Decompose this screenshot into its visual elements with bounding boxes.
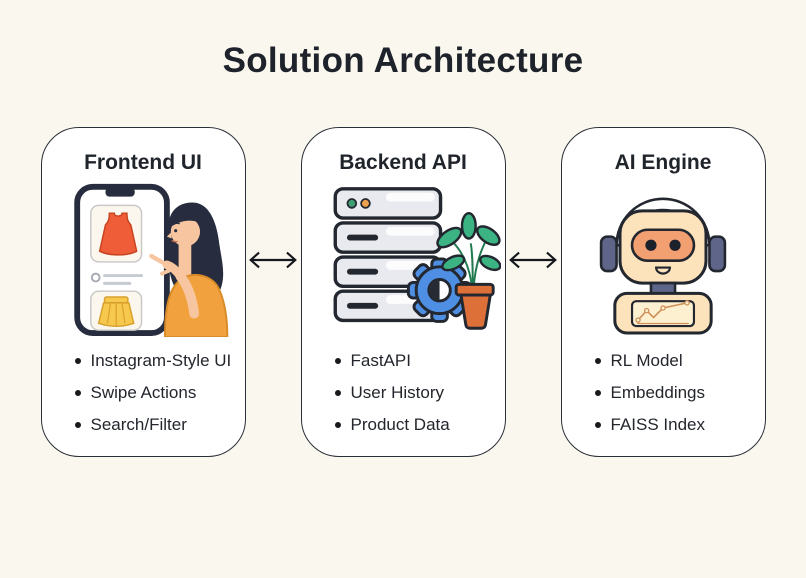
backend-illustration	[302, 180, 505, 338]
bullet-dot-icon	[334, 390, 341, 396]
page-title: Solution Architecture	[222, 41, 584, 80]
backend-bullet-list: FastAPI User History Product Data	[302, 351, 505, 435]
ai-bullet-list: RL Model Embeddings FAISS Index	[562, 351, 765, 435]
bullet-item: Instagram-Style UI	[74, 351, 237, 371]
bullet-label: Swipe Actions	[90, 383, 197, 402]
bullet-label: Instagram-Style UI	[90, 351, 232, 370]
dress-icon	[98, 212, 138, 256]
card-title: AI Engine	[614, 151, 712, 174]
architecture-diagram: Frontend UI	[0, 127, 806, 457]
robot-neck	[649, 281, 677, 295]
bullet-dot-icon	[594, 390, 601, 396]
bullet-dot-icon	[74, 358, 81, 364]
bullet-item: FastAPI	[334, 351, 497, 371]
bullet-item: FAISS Index	[594, 415, 757, 435]
bullet-label: Embeddings	[610, 383, 706, 402]
bullet-label: FastAPI	[350, 351, 411, 370]
arrow-backend-ai	[506, 248, 561, 272]
bullet-label: Product Data	[350, 415, 450, 434]
bullet-item: Swipe Actions	[74, 383, 237, 403]
bullet-item: Product Data	[334, 415, 497, 435]
double-arrow-icon	[509, 251, 557, 269]
card-backend-api: Backend API	[300, 127, 506, 457]
bullet-item: User History	[334, 383, 497, 403]
frontend-illustration	[42, 180, 245, 338]
status-dot-green	[346, 198, 357, 209]
trend-chart-icon	[635, 300, 690, 325]
bullet-label: RL Model	[610, 351, 683, 370]
skirt-icon	[97, 296, 135, 328]
arrow-frontend-backend	[246, 248, 301, 272]
bullet-item: Search/Filter	[74, 415, 237, 435]
robot-head	[618, 209, 708, 285]
bullet-dot-icon	[334, 422, 341, 428]
status-dot-orange	[359, 198, 371, 209]
double-arrow-icon	[249, 251, 297, 269]
bullet-label: Search/Filter	[90, 415, 187, 434]
bullet-dot-icon	[594, 358, 601, 364]
robot-icon	[599, 197, 727, 335]
woman-browsing-phone-icon	[73, 183, 228, 337]
phone-icon	[73, 183, 170, 337]
ai-illustration	[562, 180, 765, 338]
bullet-dot-icon	[74, 422, 81, 428]
frontend-bullet-list: Instagram-Style UI Swipe Actions Search/…	[42, 351, 245, 435]
bullet-dot-icon	[594, 422, 601, 428]
robot-body	[613, 291, 713, 335]
server-stack-icon	[333, 187, 501, 330]
bullet-item: RL Model	[594, 351, 757, 371]
card-title: Backend API	[339, 151, 467, 174]
card-frontend-ui: Frontend UI	[40, 127, 246, 457]
plant-icon	[435, 211, 501, 330]
bullet-label: FAISS Index	[610, 415, 706, 434]
bullet-dot-icon	[74, 390, 81, 396]
card-ai-engine: AI Engine	[560, 127, 766, 457]
bullet-dot-icon	[334, 358, 341, 364]
woman-icon	[148, 202, 228, 337]
bullet-label: User History	[350, 383, 445, 402]
bullet-item: Embeddings	[594, 383, 757, 403]
card-title: Frontend UI	[84, 151, 202, 174]
